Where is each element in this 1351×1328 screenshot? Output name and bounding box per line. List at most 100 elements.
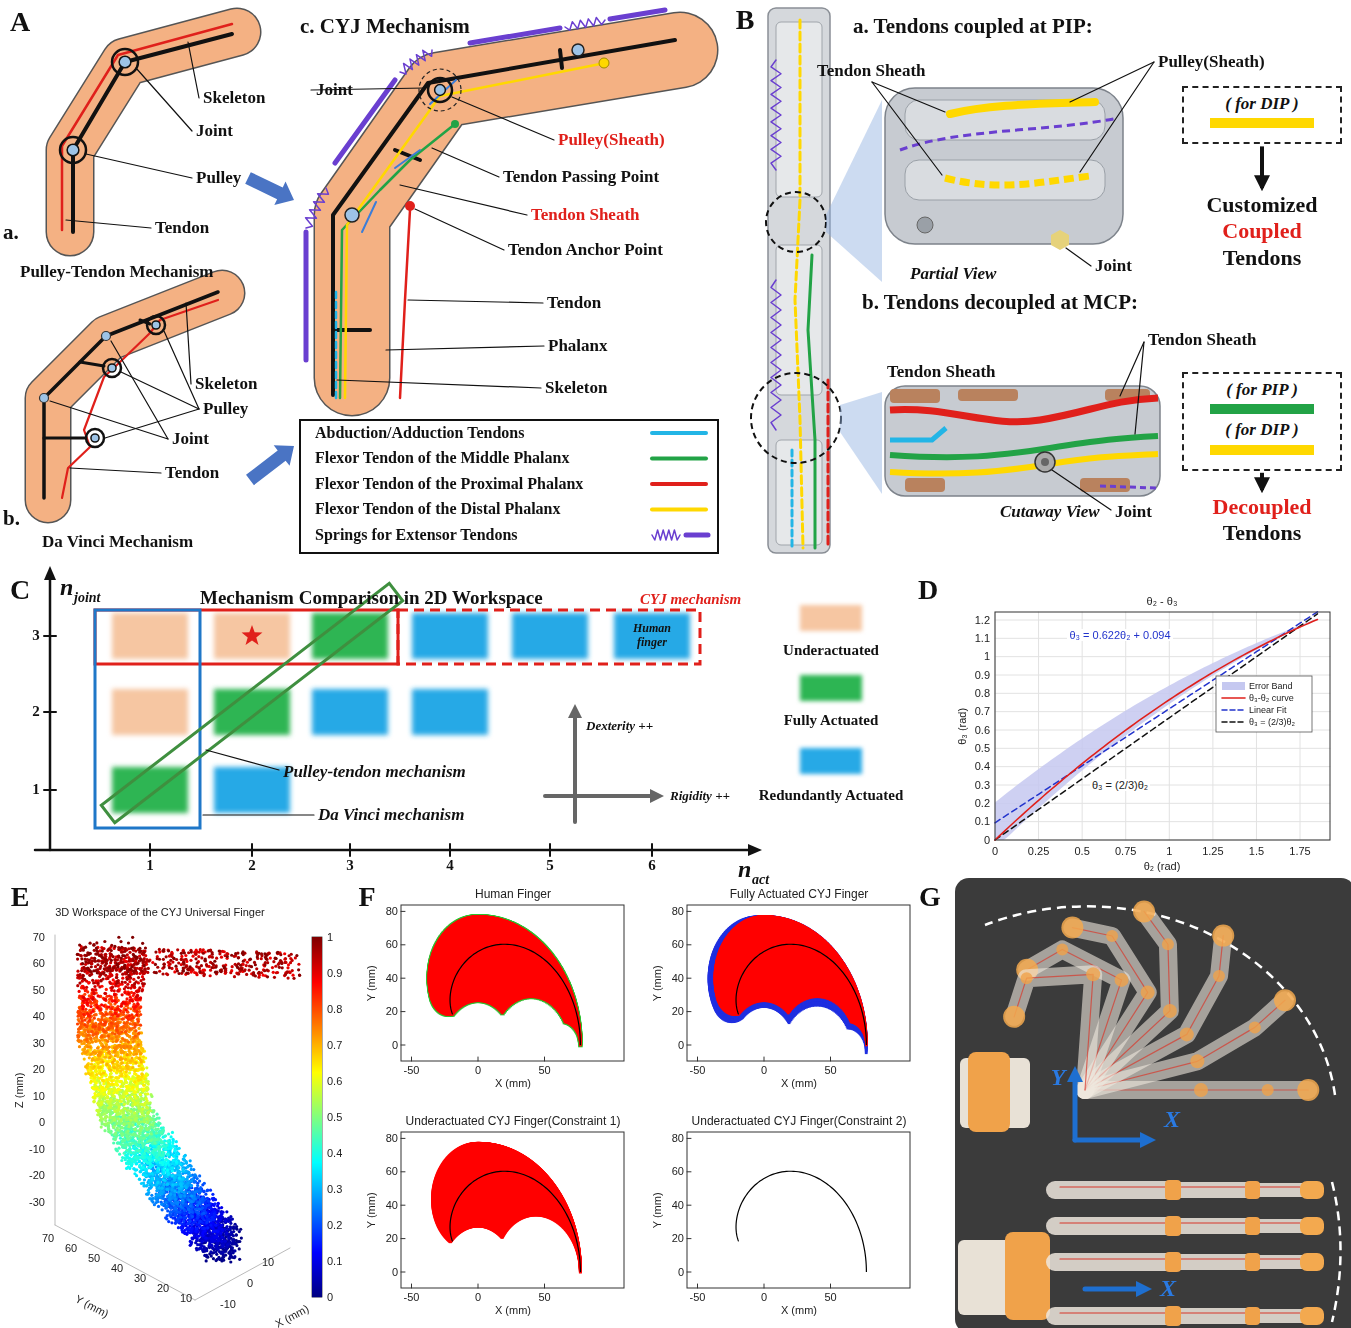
label-text: 20: [386, 1232, 398, 1244]
label-text: Joint: [172, 429, 209, 448]
label-text: 0.5: [975, 742, 990, 754]
label-text: 0: [678, 1266, 684, 1278]
label-text: 1.25: [1202, 845, 1223, 857]
plot-title: Underactuated CYJ Finger(Constraint 1): [406, 1115, 621, 1129]
label-text: -10: [29, 1143, 45, 1155]
label-text: 40: [672, 1199, 684, 1211]
axis-title: Y (mm): [365, 1192, 378, 1228]
label-text: Human Finger: [475, 887, 551, 901]
legend-label: θ₃-θ₂ curve: [1249, 693, 1294, 703]
tick-label: 2: [32, 703, 40, 720]
label-text: CYJ mechanism: [640, 591, 741, 607]
tick-label: 70: [42, 1232, 54, 1245]
legend-text: θ₃-θ₂ curve: [1249, 693, 1294, 703]
label-text: 80: [386, 905, 398, 917]
label-text: Tendon: [547, 293, 601, 312]
label-text: 0.8: [327, 1003, 342, 1015]
label-text: A: [10, 6, 30, 37]
label-text: n: [738, 856, 751, 882]
label-text: 40: [672, 972, 684, 984]
annotation-label: Tendon Passing Point: [503, 167, 659, 187]
tick-label: 0: [247, 1277, 253, 1290]
label-text: 20: [386, 1005, 398, 1017]
label-text: Tendon Sheath: [817, 61, 926, 80]
label-text: 0.6: [327, 1075, 342, 1087]
tick-label: 0.4: [975, 760, 990, 773]
label-text: 0.1: [327, 1255, 342, 1267]
label-text: 60: [672, 1165, 684, 1177]
label-text: Da Vinci mechanism: [318, 805, 464, 824]
label-text: Pulley(Sheath): [1158, 52, 1265, 71]
node-text: Tendons: [1223, 520, 1302, 546]
annotation-label: Tendon: [165, 463, 219, 483]
label-text: 80: [672, 1132, 684, 1144]
legend-text: Flexor Tendon of the Distal Phalanx: [315, 500, 561, 517]
label-text: 0.2: [327, 1219, 342, 1231]
tick-label: 60: [65, 1242, 77, 1255]
label-text: Underactuated CYJ Finger(Constraint 1): [406, 1114, 621, 1128]
label-text: 10: [262, 1256, 274, 1268]
tick-label: 20: [386, 1005, 398, 1018]
label-text: Partial View: [910, 264, 996, 283]
annotation-label: Skeleton: [545, 378, 607, 398]
label-text: D: [918, 574, 938, 605]
label-text: Tendon Sheath: [1148, 330, 1257, 349]
tick-label: 0.9: [975, 669, 990, 682]
tick-label: 3: [346, 857, 354, 874]
color-bar: [1210, 445, 1314, 455]
direction-label: Dexterity ++: [586, 719, 653, 734]
label-text: 3: [346, 857, 354, 873]
axis-title: Y (mm): [365, 965, 378, 1001]
label-text: 4: [446, 857, 454, 873]
label-text: Skeleton: [195, 374, 257, 393]
legend-text: θ₃ = (2/3)θ₂: [1249, 717, 1295, 727]
label-text: G: [919, 881, 941, 912]
label-text: 0.9: [327, 967, 342, 979]
legend-label: Flexor Tendon of the Distal Phalanx: [315, 500, 561, 518]
label-text: 2: [248, 857, 256, 873]
legend-label: Springs for Extensor Tendons: [315, 526, 518, 544]
label-text: 5: [546, 857, 554, 873]
label-text: 40: [33, 1010, 45, 1022]
tick-label: -10: [220, 1298, 236, 1311]
tick-label: -50: [404, 1291, 420, 1304]
equation-label: θ₃ = 0.622θ₂ + 0.094: [1067, 629, 1172, 642]
label-text: 20: [33, 1063, 45, 1075]
tick-label: 5: [546, 857, 554, 874]
legend-label: Underactuated: [783, 642, 879, 659]
text-block: CustomizedCoupledTendons: [1200, 190, 1323, 273]
label-text: Pulley: [203, 399, 248, 418]
label-text: 0.3: [975, 779, 990, 791]
label-text: θ₃ = 0.622θ₂ + 0.094: [1069, 629, 1170, 641]
label-text: Fully Actuated CYJ Finger: [730, 887, 869, 901]
label-text: Y (mm): [73, 1292, 110, 1319]
label-text: Y (mm): [651, 965, 663, 1001]
color-bar: [1210, 118, 1314, 128]
label-text: Pulley(Sheath): [558, 130, 665, 149]
node-text: ( for DIP ): [1225, 94, 1299, 114]
tick-label: 50: [824, 1064, 836, 1077]
label-text: b.: [3, 506, 20, 530]
tick-label: 50: [33, 984, 45, 997]
label-text: E: [11, 881, 30, 912]
label-text: X (mm): [781, 1077, 817, 1089]
label-text: 40: [386, 1199, 398, 1211]
label-text: Tendon Sheath: [531, 205, 640, 224]
tick-label: 20: [386, 1232, 398, 1245]
tick-label: 20: [157, 1282, 169, 1295]
tick-label: 0: [327, 1291, 333, 1304]
axis-title: n: [60, 574, 73, 602]
panel-letter: E: [11, 881, 30, 913]
tick-label: 0.1: [975, 815, 990, 828]
label-text: act: [752, 872, 769, 887]
label-text: Tendon Passing Point: [503, 167, 659, 186]
tick-label: 1.25: [1202, 845, 1223, 858]
legend-text: Flexor Tendon of the Middle Phalanx: [315, 449, 569, 466]
label-text: 50: [824, 1064, 836, 1076]
tick-label: 0.8: [327, 1003, 342, 1016]
label-text: 0.6: [975, 724, 990, 736]
equation-label: θ₃ = (2/3)θ₂: [1090, 779, 1150, 792]
legend-swatch: [800, 675, 862, 701]
label-text: a. Tendons coupled at PIP:: [853, 14, 1093, 38]
